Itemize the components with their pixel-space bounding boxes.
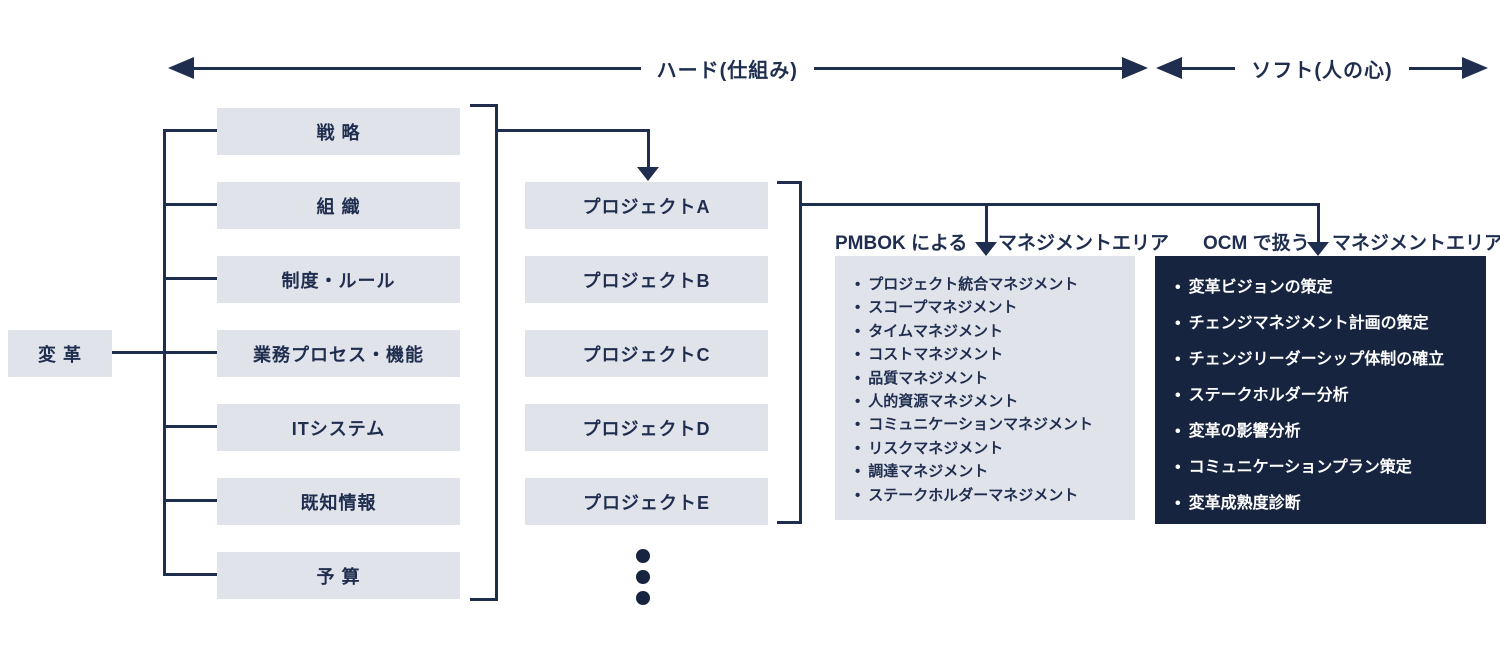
arrow-left-icon (1156, 57, 1182, 79)
arrow-down-icon (975, 242, 997, 256)
hard-axis-arrow: ハード(仕組み) (168, 57, 1148, 82)
list-item: プロジェクト統合マネジメント (855, 273, 1129, 296)
connector-line (163, 425, 217, 428)
list-item: コストマネジメント (855, 343, 1129, 366)
connector-line (163, 277, 217, 280)
connector-line (1317, 203, 1320, 244)
list-item: 変革成熟度診断 (1175, 486, 1480, 522)
ocm-item-list: 変革ビジョンの策定チェンジマネジメント計画の策定チェンジリーダーシップ体制の確立… (1175, 270, 1480, 522)
arrow-left-icon (168, 57, 194, 79)
project-box-d: プロジェクトD (525, 404, 768, 451)
hard-axis-label: ハード(仕組み) (656, 59, 798, 82)
axis-line (194, 66, 641, 70)
pmbok-item-list: プロジェクト統合マネジメントスコープマネジメントタイムマネジメントコストマネジメ… (855, 273, 1129, 507)
bracket-line (495, 104, 498, 601)
list-item: チェンジリーダーシップ体制の確立 (1175, 342, 1480, 378)
soft-axis-arrow: ソフト(人の心) (1156, 57, 1489, 82)
list-item: ステークホルダー分析 (1175, 378, 1480, 414)
list-item: 変革ビジョンの策定 (1175, 270, 1480, 306)
bracket-line (799, 181, 802, 524)
project-box-c: プロジェクトC (525, 330, 768, 377)
element-box-it-system: ITシステム (217, 404, 460, 451)
connector-line (799, 203, 1320, 206)
project-box-a: プロジェクトA (525, 182, 768, 229)
arrow-down-icon (1307, 242, 1329, 256)
list-item: スコープマネジメント (855, 296, 1129, 319)
bracket-line (777, 181, 802, 184)
transformation-box: 変 革 (8, 330, 112, 377)
ocm-area-title: マネジメントエリア (1332, 233, 1500, 254)
list-item: 人的資源マネジメント (855, 390, 1129, 413)
connector-line (163, 499, 217, 502)
element-box-budget: 予 算 (217, 552, 460, 599)
ocm-panel: 変革ビジョンの策定チェンジマネジメント計画の策定チェンジリーダーシップ体制の確立… (1155, 256, 1486, 524)
soft-axis-label: ソフト(人の心) (1251, 59, 1393, 82)
list-item: コミュニケーションプラン策定 (1175, 450, 1480, 486)
project-box-b: プロジェクトB (525, 256, 768, 303)
axis-line (813, 66, 1122, 70)
connector-line (163, 573, 217, 576)
element-box-known-info: 既知情報 (217, 478, 460, 525)
arrow-down-icon (637, 167, 659, 181)
arrow-right-icon (1122, 57, 1148, 79)
ocm-title: OCM で扱う (1203, 233, 1310, 254)
ellipsis-dot (636, 549, 650, 563)
connector-line (163, 203, 217, 206)
connector-line (163, 129, 217, 132)
pmbok-area-title: マネジメントエリア (998, 233, 1170, 254)
bracket-line (470, 104, 498, 107)
bracket-line (470, 598, 498, 601)
list-item: チェンジマネジメント計画の策定 (1175, 306, 1480, 342)
bracket-line (777, 521, 802, 524)
connector-line (112, 351, 164, 354)
axis-line (1182, 66, 1236, 70)
ellipsis-dot (636, 570, 650, 584)
ellipsis-dot (636, 591, 650, 605)
element-box-process: 業務プロセス・機能 (217, 330, 460, 377)
list-item: リスクマネジメント (855, 437, 1129, 460)
connector-line (495, 129, 650, 132)
connector-line (985, 203, 988, 244)
list-item: ステークホルダーマネジメント (855, 484, 1129, 507)
list-item: タイムマネジメント (855, 320, 1129, 343)
arrow-right-icon (1462, 57, 1489, 79)
pmbok-panel: プロジェクト統合マネジメントスコープマネジメントタイムマネジメントコストマネジメ… (835, 256, 1135, 520)
connector-line (163, 351, 217, 354)
list-item: 品質マネジメント (855, 367, 1129, 390)
list-item: コミュニケーションマネジメント (855, 413, 1129, 436)
list-item: 変革の影響分析 (1175, 414, 1480, 450)
element-box-rules: 制度・ルール (217, 256, 460, 303)
list-item: 調達マネジメント (855, 460, 1129, 483)
project-box-e: プロジェクトE (525, 478, 768, 525)
element-box-organization: 組 織 (217, 182, 460, 229)
element-box-strategy: 戦 略 (217, 108, 460, 155)
pmbok-title: PMBOK による (835, 233, 968, 254)
connector-line (647, 129, 650, 169)
axis-line (1408, 66, 1463, 70)
